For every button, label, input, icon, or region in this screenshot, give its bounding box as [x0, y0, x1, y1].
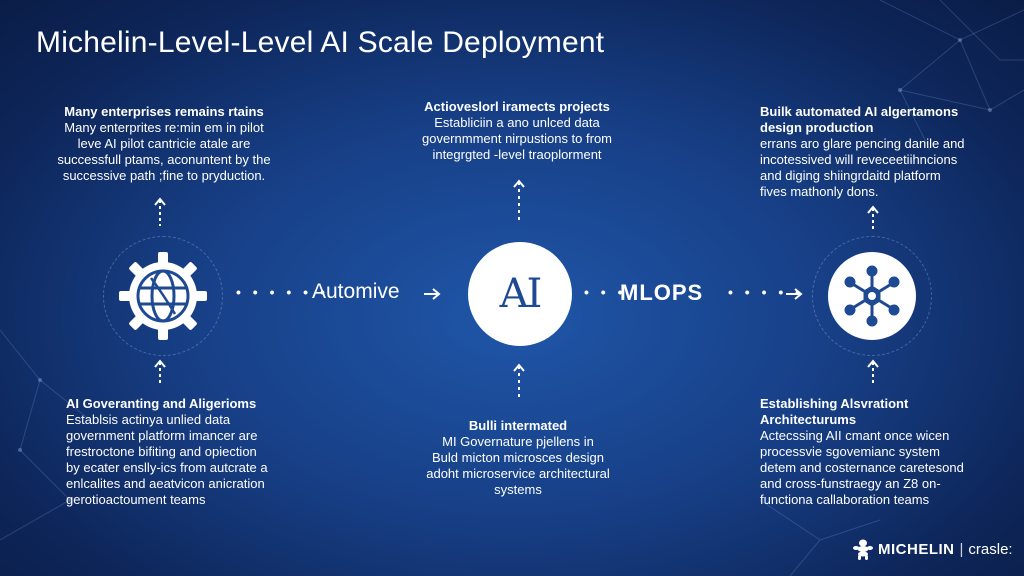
right-node: [812, 236, 932, 356]
left-node: [103, 236, 223, 356]
right-arrow-icon-2: [786, 288, 803, 300]
bottom-center-heading: Bulli intermated: [468, 418, 568, 433]
bottom-right-body: Actecssing AII cmant once wicen processv…: [760, 428, 964, 507]
right-arrow-icon: [424, 288, 441, 300]
footer-logo: MICHELIN | crasle:: [852, 538, 1013, 560]
bottom-left-heading: AI Goveranting and Aligerioms: [66, 396, 257, 411]
network-hub-icon: [844, 265, 900, 327]
logo-partner: crasle:: [968, 540, 1013, 558]
top-center-block: Actioveslorl iramects projects Establici…: [390, 99, 644, 163]
logo-brand: MICHELIN: [878, 540, 955, 558]
center-ai-glyph: AI: [499, 271, 543, 317]
gear-globe-icon: [119, 252, 207, 340]
top-right-body: errans aro glare pencing danile and inco…: [760, 136, 965, 199]
bottom-center-block: Bulli intermated MI Governature pjellens…: [396, 418, 640, 498]
center-dotted-connector: • • •: [584, 284, 627, 300]
top-left-body: Many enterprites re:min em in pilot leve…: [57, 120, 271, 183]
right-node-inner: [828, 252, 916, 340]
flow-label-right: MLOPS: [620, 280, 704, 305]
page-title: Michelin-Level-Level AI Scale Deployment: [36, 26, 605, 59]
bottom-right-block: Establishing Alsvrationt Architecturums …: [760, 396, 1000, 508]
top-left-block: Many enterprises remains rtains Many ent…: [40, 104, 288, 184]
top-center-body: Establiciin a ano unlced data governmmen…: [421, 115, 613, 162]
bottom-center-up-arrow-icon: [513, 363, 525, 399]
logo-separator: |: [959, 540, 964, 558]
top-left-up-arrow-icon: [154, 197, 166, 226]
bottom-right-heading: Establishing Alsvrationt Architecturums: [760, 396, 909, 427]
flow-label-left: Automive: [312, 280, 400, 303]
michelin-man-icon: [853, 539, 873, 560]
bottom-right-up-arrow-icon: [867, 359, 879, 385]
top-center-heading: Actioveslorl iramects projects: [424, 99, 610, 114]
bottom-left-block: AI Goveranting and Aligerioms Establsis …: [66, 396, 306, 508]
top-right-heading: Builk automated AI algertamons design pr…: [760, 104, 959, 135]
top-right-block: Builk automated AI algertamons design pr…: [760, 104, 1000, 200]
right-dotted-connector: • • • • •: [728, 284, 805, 300]
bottom-left-body: Establsis actinya unlied data government…: [66, 412, 268, 507]
top-right-up-arrow-icon: [867, 205, 879, 231]
bottom-left-up-arrow-icon: [154, 359, 166, 383]
top-left-heading: Many enterprises remains rtains: [64, 104, 264, 119]
center-ai-node: AI: [468, 242, 572, 346]
left-dotted-connector: • • • • • •: [236, 284, 329, 300]
top-center-up-arrow-icon: [513, 179, 525, 222]
bottom-center-body: MI Governature pjellens in Buld micton m…: [426, 434, 610, 497]
